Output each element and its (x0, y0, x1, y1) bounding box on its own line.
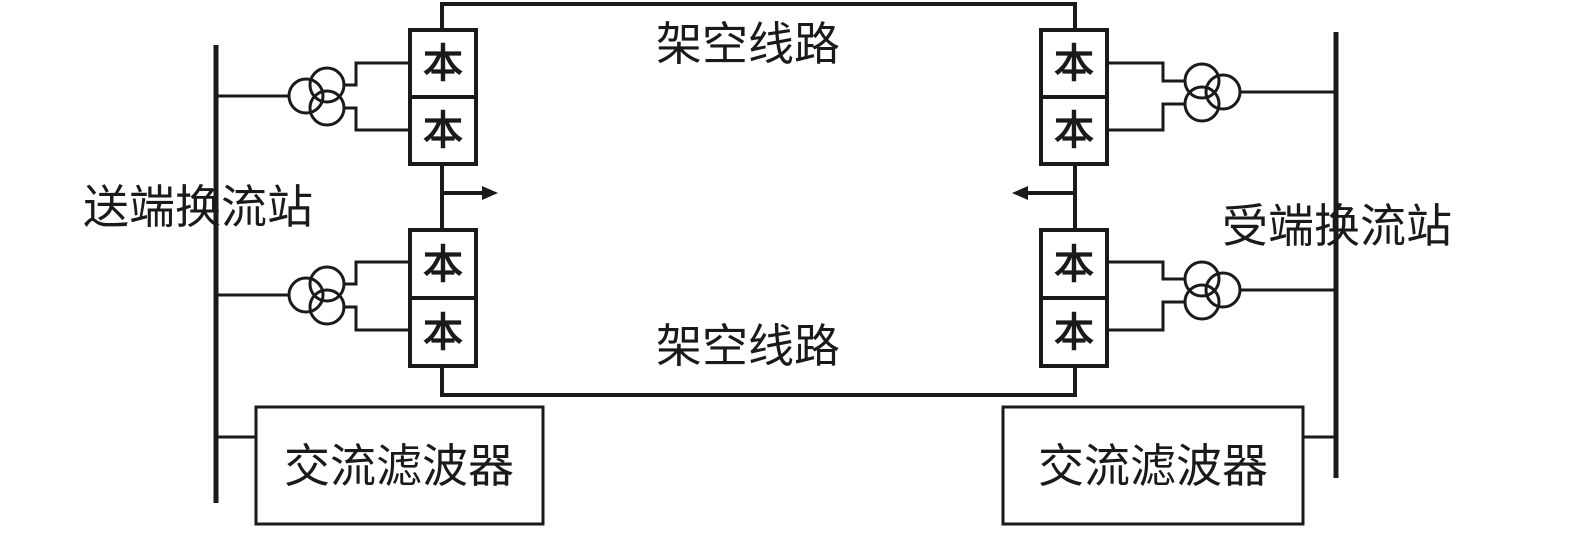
sending-transformer-top (287, 61, 410, 132)
top-line-label: 架空线路 (656, 17, 840, 71)
valve-icon: 本 (1054, 310, 1094, 356)
receiving-ac-bus (1240, 32, 1339, 478)
receiving-filter-label: 交流滤波器 (1038, 439, 1268, 493)
receiving-transformer-bottom (1107, 260, 1242, 332)
sending-ac-filter: 交流滤波器 (254, 405, 545, 526)
valve-icon: 本 (1054, 41, 1094, 87)
receiving-station-label: 受端换流站 (1222, 199, 1452, 253)
valve-icon: 本 (1054, 108, 1094, 154)
valve-icon: 本 (423, 41, 463, 87)
arrow-left-icon (1012, 186, 1028, 200)
valve-icon: 本 (1054, 242, 1094, 288)
receiving-valve-group-bottom: 本 本 (1039, 228, 1109, 368)
overhead-lines (440, 2, 1077, 397)
sending-station-label: 送端换流站 (83, 180, 313, 234)
sending-transformer-bottom (287, 260, 410, 332)
receiving-ac-filter: 交流滤波器 (1001, 405, 1305, 526)
valve-icon: 本 (423, 108, 463, 154)
arrow-right-icon (482, 186, 498, 200)
sending-filter-label: 交流滤波器 (284, 439, 514, 493)
bottom-line-label: 架空线路 (656, 319, 840, 373)
sending-valve-group-top: 本 本 (408, 28, 478, 166)
valve-icon: 本 (423, 242, 463, 288)
valve-icon: 本 (423, 310, 463, 356)
receiving-transformer-top (1107, 61, 1242, 132)
receiving-valve-group-top: 本 本 (1039, 28, 1109, 166)
sending-ac-bus (213, 45, 290, 503)
current-arrows (442, 186, 1075, 200)
sending-valve-group-bottom: 本 本 (408, 228, 478, 368)
